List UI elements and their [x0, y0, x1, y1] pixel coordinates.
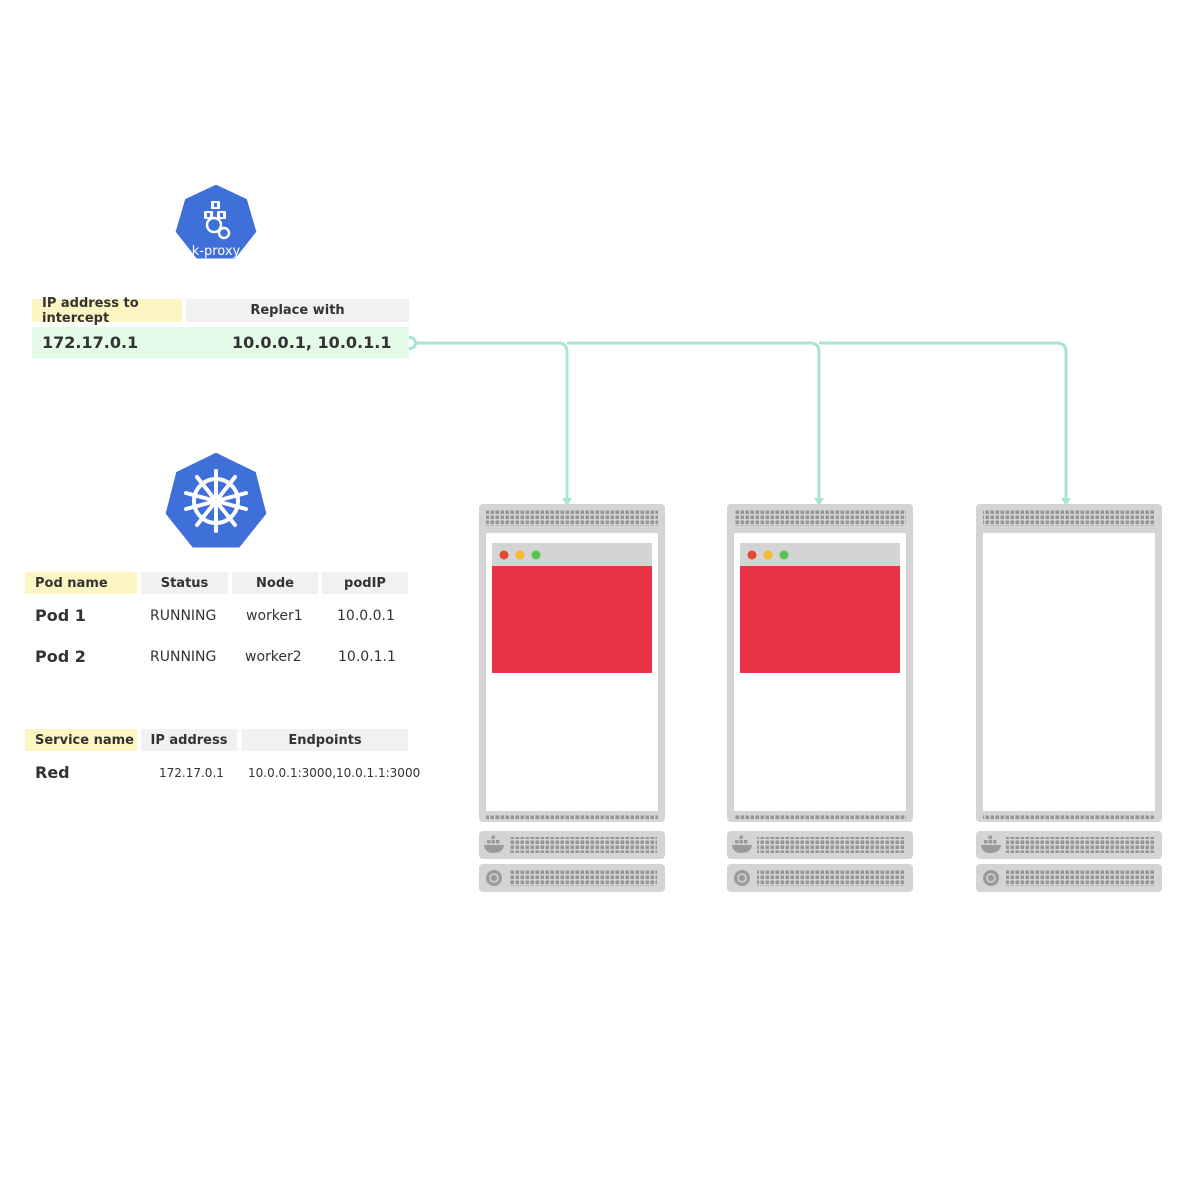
k-proxy-label: k-proxy: [191, 244, 241, 259]
kubelet-unit: [976, 864, 1162, 892]
k-proxy-logo: [172, 181, 260, 262]
worker-node-2: [727, 504, 913, 892]
service-header-endpoints: Endpoints: [242, 729, 408, 751]
service-red-ip: 172.17.0.1: [159, 766, 224, 780]
close-dot: [499, 550, 509, 560]
minimize-dot: [763, 550, 773, 560]
pods-header-name: Pod name: [25, 572, 137, 594]
docker-unit: [479, 831, 665, 859]
red-pod: [492, 566, 652, 673]
kubernetes-logo: [162, 449, 270, 551]
kproxy-rule-row: [32, 327, 409, 358]
pod-2-name: Pod 2: [35, 646, 86, 666]
red-pod: [740, 566, 900, 673]
pod-1-status: RUNNING: [150, 608, 217, 624]
connector-lines: [403, 336, 1068, 500]
pod-1-name: Pod 1: [35, 605, 86, 625]
close-dot: [747, 550, 757, 560]
docker-icon: [732, 835, 752, 853]
kproxy-intercept-ip: 172.17.0.1: [42, 333, 139, 352]
kubelet-unit: [727, 864, 913, 892]
worker-node-1: [479, 504, 665, 892]
service-header-ip: IP address: [141, 729, 237, 751]
docker-unit: [727, 831, 913, 859]
connector-arrows: [562, 498, 1071, 506]
kproxy-header-intercept: IP address to intercept: [32, 296, 182, 326]
docker-unit: [976, 831, 1162, 859]
pod-2-status: RUNNING: [150, 649, 217, 665]
worker-node-3: [976, 504, 1162, 892]
kproxy-replace-ips: 10.0.0.1, 10.0.1.1: [232, 333, 392, 352]
worker-nodes: [479, 504, 1162, 892]
maximize-dot: [531, 550, 541, 560]
kubernetes-icon: [983, 870, 999, 886]
pod-2-node: worker2: [245, 649, 302, 665]
pod-1-ip: 10.0.0.1: [337, 608, 395, 624]
pod-window: [492, 543, 652, 673]
service-red-endpoints: 10.0.0.1:3000,10.0.1.1:3000: [248, 766, 421, 780]
kproxy-header-replace: Replace with: [186, 299, 409, 322]
kubernetes-icon: [486, 870, 502, 886]
maximize-dot: [779, 550, 789, 560]
pods-header-podip: podIP: [322, 572, 408, 594]
pod-1-node: worker1: [246, 608, 303, 624]
kubernetes-icon: [734, 870, 750, 886]
service-header-name: Service name: [25, 729, 137, 751]
service-red-name: Red: [35, 762, 70, 782]
pod-window: [740, 543, 900, 673]
minimize-dot: [515, 550, 525, 560]
pods-header-status: Status: [141, 572, 228, 594]
docker-icon: [484, 835, 504, 853]
pod-2-ip: 10.0.1.1: [338, 649, 396, 665]
pods-header-node: Node: [232, 572, 318, 594]
kubelet-unit: [479, 864, 665, 892]
docker-icon: [981, 835, 1001, 853]
